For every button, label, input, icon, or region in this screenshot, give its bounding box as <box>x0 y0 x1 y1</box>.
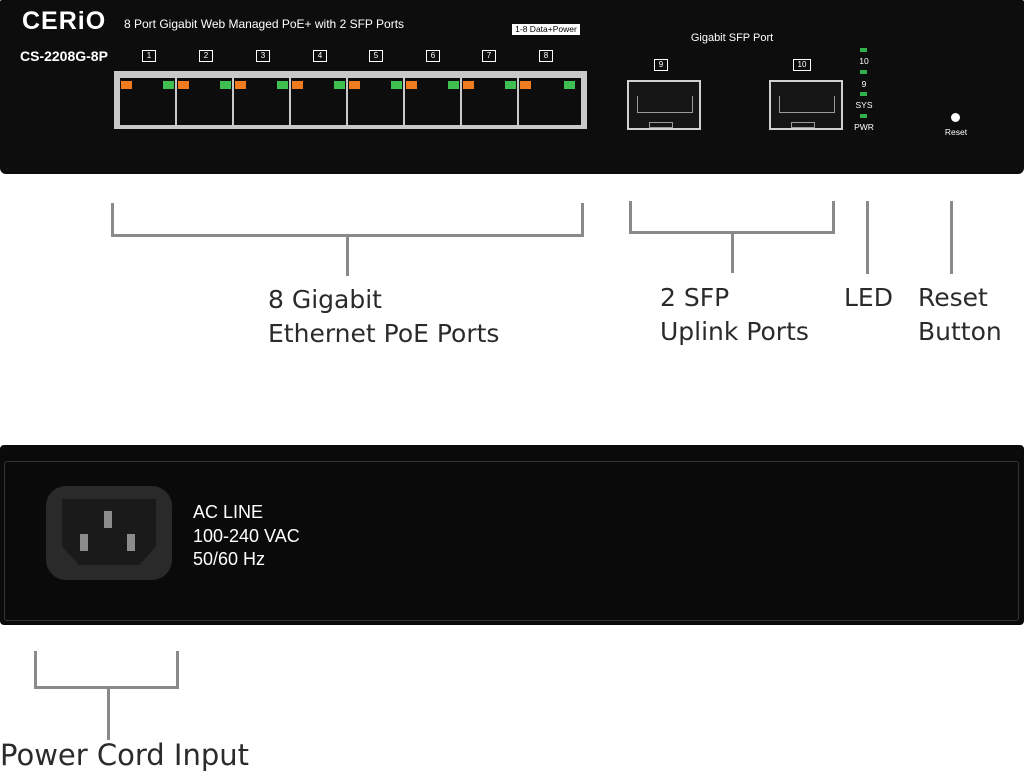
led-10-indicator <box>860 48 867 52</box>
led-label-9: 9 <box>861 79 867 89</box>
power-bracket-left <box>34 651 37 688</box>
product-description: 8 Port Gigabit Web Managed PoE+ with 2 S… <box>124 17 405 31</box>
sfp-port-9 <box>627 80 701 130</box>
power-pin-earth <box>104 511 112 528</box>
power-pin-right <box>127 534 135 551</box>
callout-sfp-line2: Uplink Ports <box>660 317 809 346</box>
port-number-6: 6 <box>426 50 440 62</box>
port-1-link-led <box>163 81 174 89</box>
port-4-link-led <box>334 81 345 89</box>
sfp-bracket-bar <box>629 231 835 234</box>
port-number-7: 7 <box>482 50 496 62</box>
ac-line-spec: AC LINE 100-240 VAC 50/60 Hz <box>193 501 300 572</box>
callout-led: LED <box>844 283 893 312</box>
ethernet-bracket-left <box>111 203 114 237</box>
port-number-8: 8 <box>539 50 553 62</box>
port-6-link-led <box>448 81 459 89</box>
ethernet-bracket-right <box>581 203 584 237</box>
led-9-indicator <box>860 70 867 74</box>
ethernet-bracket-stem <box>346 236 349 276</box>
sfp-port-9-latch <box>649 122 673 128</box>
reset-label: Reset <box>944 127 968 137</box>
callout-reset-line2: Button <box>918 317 1002 346</box>
port-3-link-led <box>277 81 288 89</box>
power-pin-left <box>80 534 88 551</box>
power-bracket-bar <box>34 686 179 689</box>
sfp-port-number-10: 10 <box>793 59 811 71</box>
sfp-port-10 <box>769 80 843 130</box>
front-panel: CERiO CS-2208G-8P 8 Port Gigabit Web Man… <box>0 0 1024 174</box>
callout-reset-line1: Reset <box>918 283 988 312</box>
port-8-link-led <box>564 81 575 89</box>
reset-pointer-line <box>950 201 953 274</box>
sfp-port-9-cage <box>637 96 693 113</box>
port-6-poe-led <box>406 81 417 89</box>
port-number-4: 4 <box>313 50 327 62</box>
callout-power: Power Cord Input <box>0 738 250 772</box>
sfp-port-number-9: 9 <box>654 59 668 71</box>
power-bracket-right <box>176 651 179 688</box>
sfp-bracket-stem <box>731 233 734 273</box>
port-2-poe-led <box>178 81 189 89</box>
brand-logo: CERiO <box>22 7 107 35</box>
callout-sfp-line1: 2 SFP <box>660 283 730 312</box>
reset-button[interactable] <box>951 113 960 122</box>
led-sys-indicator <box>860 92 867 96</box>
sfp-port-title: Gigabit SFP Port <box>690 32 774 44</box>
port-number-2: 2 <box>199 50 213 62</box>
port-number-5: 5 <box>369 50 383 62</box>
callout-ethernet-line1: 8 Gigabit <box>268 285 382 314</box>
sfp-bracket-left <box>629 201 632 234</box>
port-7-poe-led <box>463 81 474 89</box>
led-pwr-indicator <box>860 114 867 118</box>
sfp-bracket-right <box>832 201 835 234</box>
sfp-port-10-latch <box>791 122 815 128</box>
poe-data-power-label: 1-8 Data+Power <box>512 24 580 35</box>
sfp-port-10-cage <box>779 96 835 113</box>
model-number: CS-2208G-8P <box>20 48 108 64</box>
led-label-pwr: PWR <box>854 122 874 132</box>
port-2-link-led <box>220 81 231 89</box>
port-8-poe-led <box>520 81 531 89</box>
led-label-10: 10 <box>859 56 869 66</box>
port-7-link-led <box>505 81 516 89</box>
led-pointer-line <box>866 201 869 274</box>
port-4-poe-led <box>292 81 303 89</box>
callout-ethernet-line2: Ethernet PoE Ports <box>268 319 500 348</box>
ac-line-title: AC LINE <box>193 502 264 522</box>
ac-line-voltage: 100-240 VAC <box>193 525 300 546</box>
port-5-poe-led <box>349 81 360 89</box>
ac-line-frequency: 50/60 Hz <box>193 549 266 569</box>
power-inlet-socket <box>62 499 156 565</box>
port-number-1: 1 <box>142 50 156 62</box>
port-number-3: 3 <box>256 50 270 62</box>
ethernet-bracket-bar <box>111 234 584 237</box>
port-1-poe-led <box>121 81 132 89</box>
power-bracket-stem <box>107 688 110 740</box>
port-3-poe-led <box>235 81 246 89</box>
port-5-link-led <box>391 81 402 89</box>
led-label-sys: SYS <box>855 100 873 110</box>
back-panel-inset <box>4 461 1019 621</box>
